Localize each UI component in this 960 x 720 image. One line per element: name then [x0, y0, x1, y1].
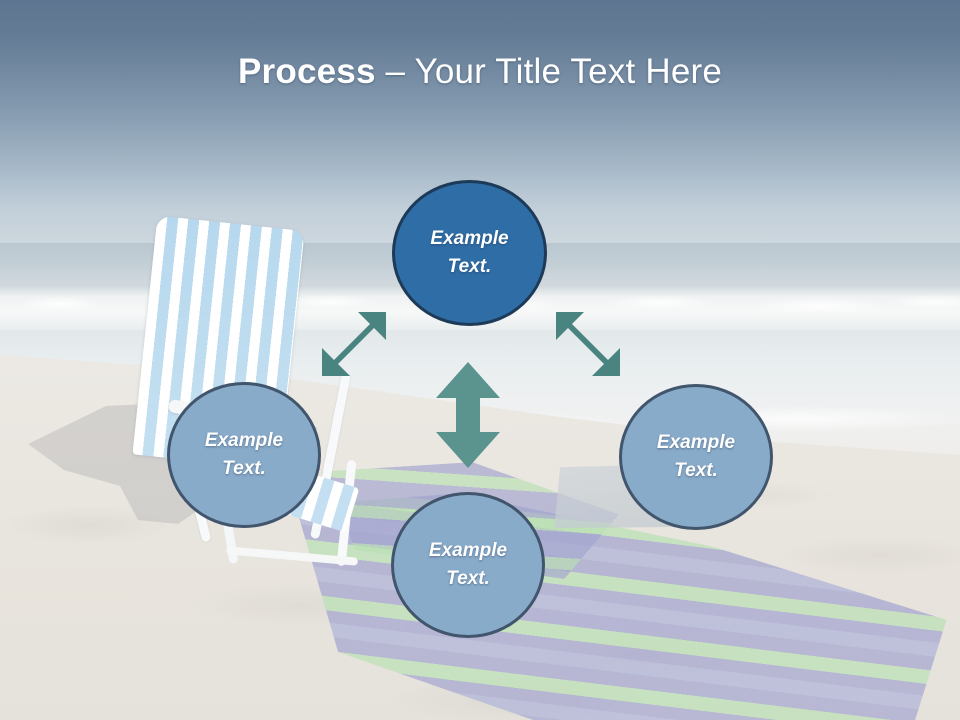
connector-vertical [436, 362, 500, 468]
connector-left-diagonal [322, 312, 386, 376]
slide-title: Process – Your Title Text Here [0, 52, 960, 92]
process-node-right-line2: Text. [674, 460, 718, 481]
process-node-bottom[interactable]: Example Text. [391, 492, 545, 638]
process-node-top-line2: Text. [447, 256, 492, 277]
process-node-bottom-line1: Example [428, 540, 508, 562]
process-node-right[interactable]: Example Text. [619, 384, 773, 530]
process-node-left-line1: Example [204, 430, 284, 452]
process-node-left-line2: Text. [222, 458, 266, 479]
connector-right-diagonal [556, 312, 620, 376]
process-node-top-line1: Example [430, 228, 509, 250]
process-node-bottom-line2: Text. [446, 568, 490, 589]
title-light: Your Title Text Here [414, 52, 722, 91]
title-separator: – [375, 52, 415, 91]
process-node-left[interactable]: Example Text. [167, 382, 321, 528]
process-node-right-line1: Example [656, 432, 736, 454]
process-node-top[interactable]: Example Text. [392, 180, 547, 326]
title-strong: Process [238, 52, 376, 91]
